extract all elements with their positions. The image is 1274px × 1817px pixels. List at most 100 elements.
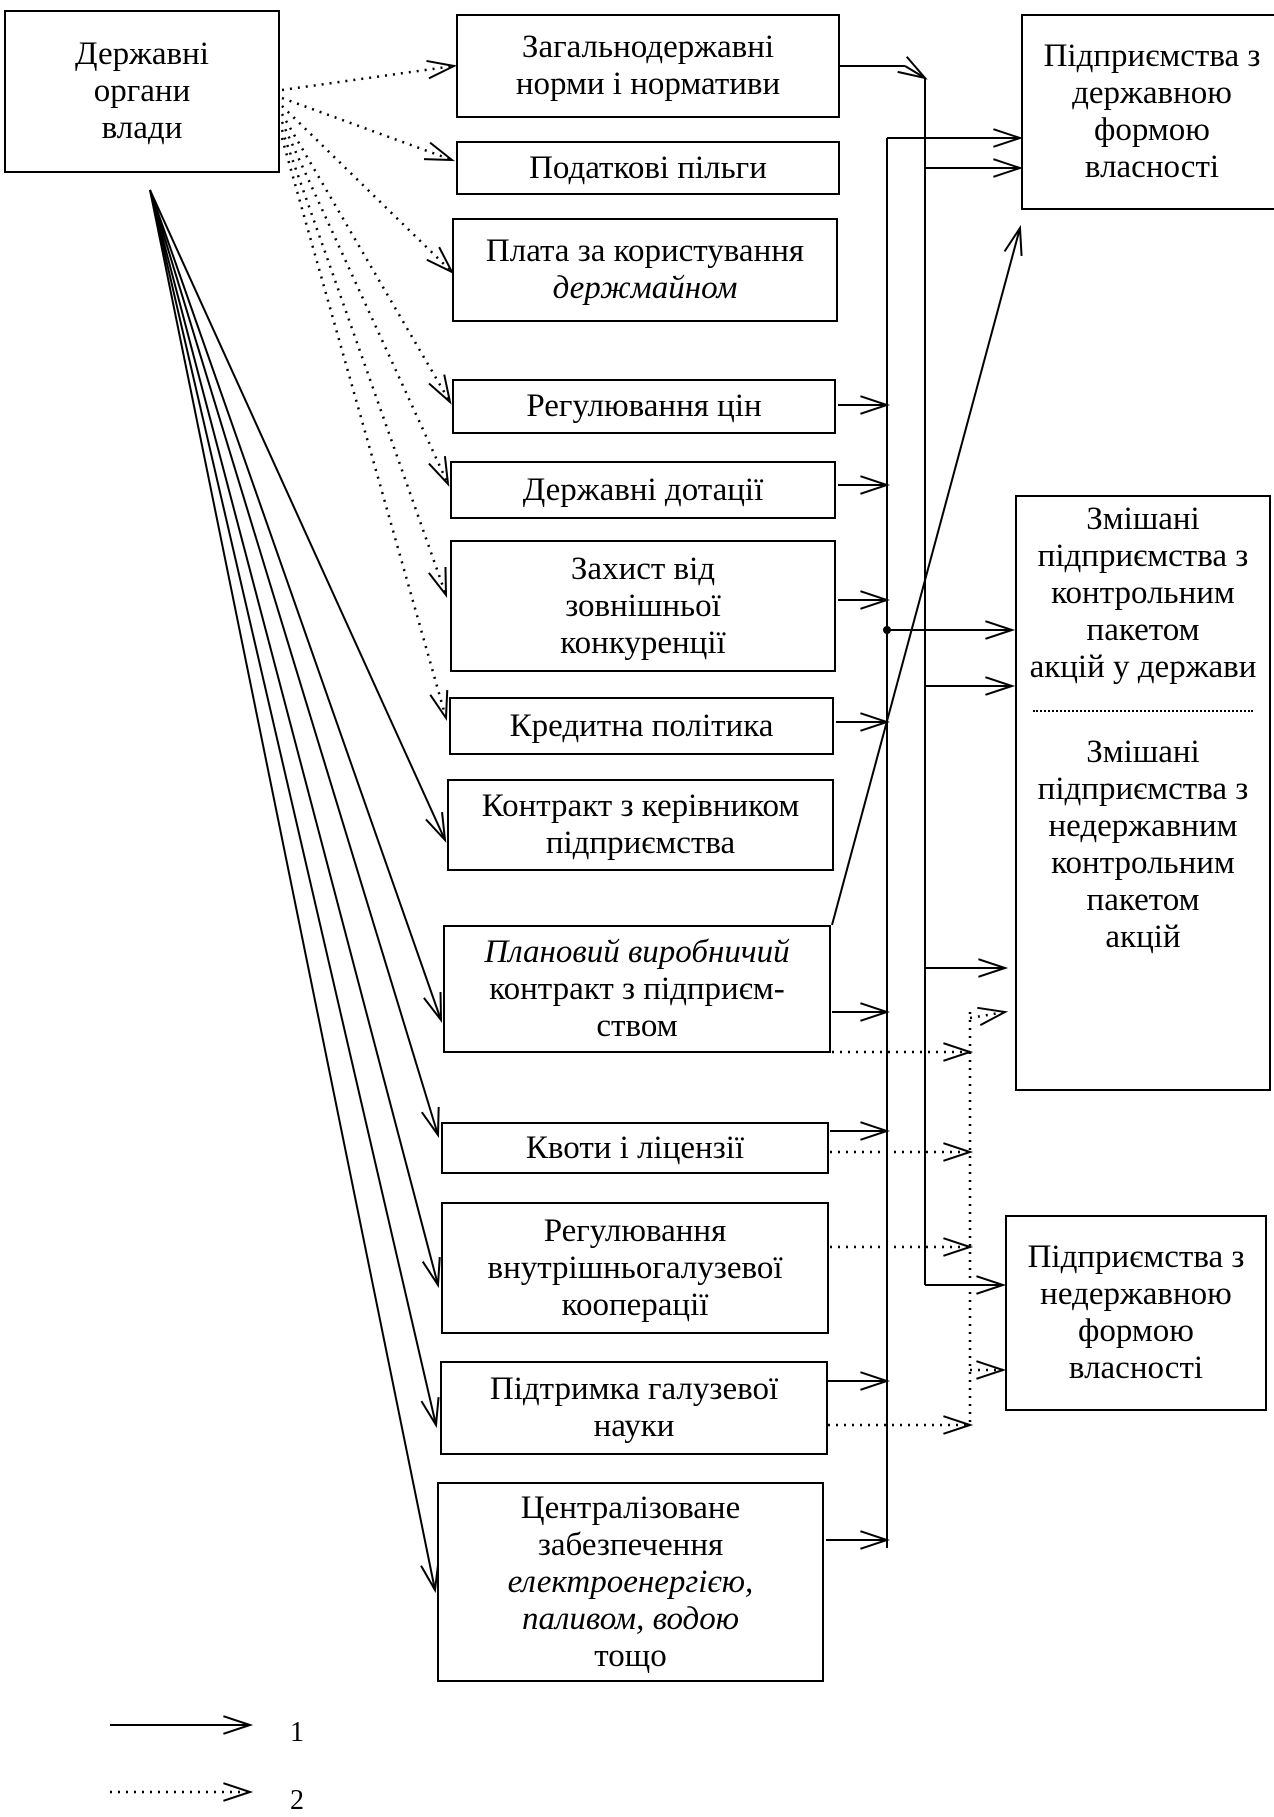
instrument-box-quotas-licenses: Квоти і ліцензії: [441, 1122, 829, 1174]
instrument-line: Централізоване: [520, 1489, 741, 1526]
dotted-arrow: [281, 96, 453, 162]
target-box-private-enterprises: Підприємства з недержавною формою власно…: [1005, 1215, 1267, 1411]
instrument-line: контракт з підприєм-: [489, 970, 785, 1007]
junction-dot: [883, 626, 891, 634]
instrument-line: Загальнодержавні: [521, 29, 775, 65]
target-line: акцій: [1105, 919, 1181, 955]
arrowhead: [943, 1415, 974, 1435]
instrument-line: внутрішньогалузевої: [487, 1249, 783, 1286]
dotted-arrow: [280, 129, 448, 596]
arrowhead: [420, 1397, 440, 1429]
instrument-line: кооперації: [561, 1286, 709, 1323]
solid-arrow: [149, 189, 439, 1286]
dotted-arrow: [280, 113, 452, 403]
instrument-box-manager-contract: Контракт з керівником підприємства: [447, 779, 834, 871]
target-line: пакетом: [1086, 612, 1200, 648]
instrument-line: підприємства: [545, 825, 736, 861]
target-line: Підприємства з: [1043, 38, 1261, 74]
arrowhead: [977, 1006, 1009, 1027]
target-line: власності: [1084, 149, 1220, 185]
arrowhead: [429, 689, 449, 722]
instrument-box-state-subsidies: Державні дотації: [450, 461, 836, 519]
target-line: недержавною: [1040, 1276, 1232, 1312]
target-line: державною: [1072, 75, 1232, 111]
arrowhead: [943, 1042, 974, 1062]
instrument-box-property-fee: Плата за користування держмайном: [452, 218, 838, 322]
target-line: недержавним: [1048, 808, 1238, 844]
target-line: Підприємства з: [1027, 1239, 1245, 1275]
instrument-line: ством: [596, 1007, 678, 1044]
arrowhead: [985, 620, 1016, 640]
instrument-box-science-support: Підтримка галузевої науки: [440, 1361, 828, 1455]
instrument-line: Державні дотації: [522, 471, 764, 508]
legend-label-dotted: 2: [290, 1785, 304, 1816]
arrowhead: [978, 958, 1009, 978]
target-line: Змішані: [1086, 501, 1200, 537]
dotted-arrow: [281, 64, 455, 92]
instrument-box-cooperation-regulation: Регулювання внутрішньогалузевої кооперац…: [441, 1202, 829, 1334]
arrowhead: [943, 1237, 974, 1257]
instrument-box-production-contract: Плановий виробничий контракт з підприєм-…: [443, 925, 831, 1053]
arrowhead: [428, 566, 448, 598]
solid-arrow: [149, 189, 446, 841]
source-line: органи: [93, 73, 191, 109]
arrowhead: [976, 1360, 1007, 1380]
arrowhead: [993, 158, 1024, 178]
arrowhead: [425, 812, 447, 843]
source-box-state-authorities: Державні органи влади: [4, 10, 280, 173]
target-line: підприємства з: [1037, 771, 1249, 807]
instrument-line: Плата за користування: [485, 233, 805, 269]
mixed-divider: [1033, 710, 1253, 712]
arrowhead: [223, 1782, 254, 1802]
arrowhead: [428, 374, 452, 405]
solid-arrow: [149, 189, 437, 1426]
dotted-arrow: [280, 121, 450, 485]
arrowhead: [976, 1275, 1007, 1295]
source-line: Державні: [75, 36, 209, 72]
target-line: Змішані: [1086, 734, 1200, 770]
instrument-line: Регулювання: [543, 1212, 727, 1249]
arrowhead: [428, 456, 450, 487]
solid-arrow: [904, 65, 926, 79]
instrument-line: Кредитна політика: [509, 707, 774, 744]
instrument-line: зовнішньої: [565, 587, 721, 624]
instrument-line: Податкові пільги: [529, 149, 767, 186]
arrowhead: [421, 1256, 441, 1289]
solid-arrow: [149, 189, 439, 1136]
instrument-line: електроенергією,: [507, 1563, 754, 1600]
arrowhead: [426, 59, 458, 80]
target-box-mixed-enterprises: Змішані підприємства з контрольним пакет…: [1015, 495, 1271, 1091]
arrowhead: [421, 1106, 440, 1139]
instrument-box-competition-protection: Захист від зовнішньої конкуренції: [450, 540, 836, 672]
instrument-box-tax-benefits: Податкові пільги: [456, 141, 840, 195]
target-line: власності: [1068, 1350, 1204, 1386]
instrument-line: науки: [593, 1408, 675, 1444]
instrument-box-centralized-supply: Централізоване забезпечення електроенерг…: [437, 1482, 824, 1682]
arrowhead: [223, 1715, 254, 1735]
target-line: контрольним: [1051, 845, 1235, 881]
instrument-line: Регулювання цін: [526, 388, 762, 424]
arrowhead: [423, 991, 443, 1023]
instrument-box-price-regulation: Регулювання цін: [452, 379, 836, 434]
instrument-line: забезпечення: [537, 1526, 724, 1563]
instrument-line: держмайном: [552, 270, 738, 306]
instrument-box-norms: Загальнодержавні норми і нормативи: [456, 14, 840, 118]
dotted-arrow: [281, 105, 453, 273]
solid-arrow: [149, 189, 436, 1591]
instrument-box-credit-policy: Кредитна політика: [449, 697, 834, 755]
instrument-line: Плановий виробничий: [484, 933, 790, 970]
instrument-line: Захист від: [570, 550, 716, 587]
legend-label-solid: 1: [290, 1717, 304, 1748]
target-line: формою: [1078, 1313, 1194, 1349]
instrument-line: Квоти і ліцензії: [525, 1129, 745, 1166]
dotted-arrow: [969, 1010, 1006, 1020]
target-box-state-enterprises: Підприємства з державною формою власност…: [1021, 14, 1274, 210]
instrument-line: тощо: [594, 1637, 667, 1674]
instrument-line: Контракт з керівником: [481, 788, 800, 824]
source-line: влади: [101, 110, 183, 146]
instrument-line: Підтримка галузевої: [489, 1371, 779, 1407]
arrowhead: [1003, 224, 1023, 257]
target-line: формою: [1094, 112, 1210, 148]
target-line: акцій у держави: [1029, 649, 1257, 685]
